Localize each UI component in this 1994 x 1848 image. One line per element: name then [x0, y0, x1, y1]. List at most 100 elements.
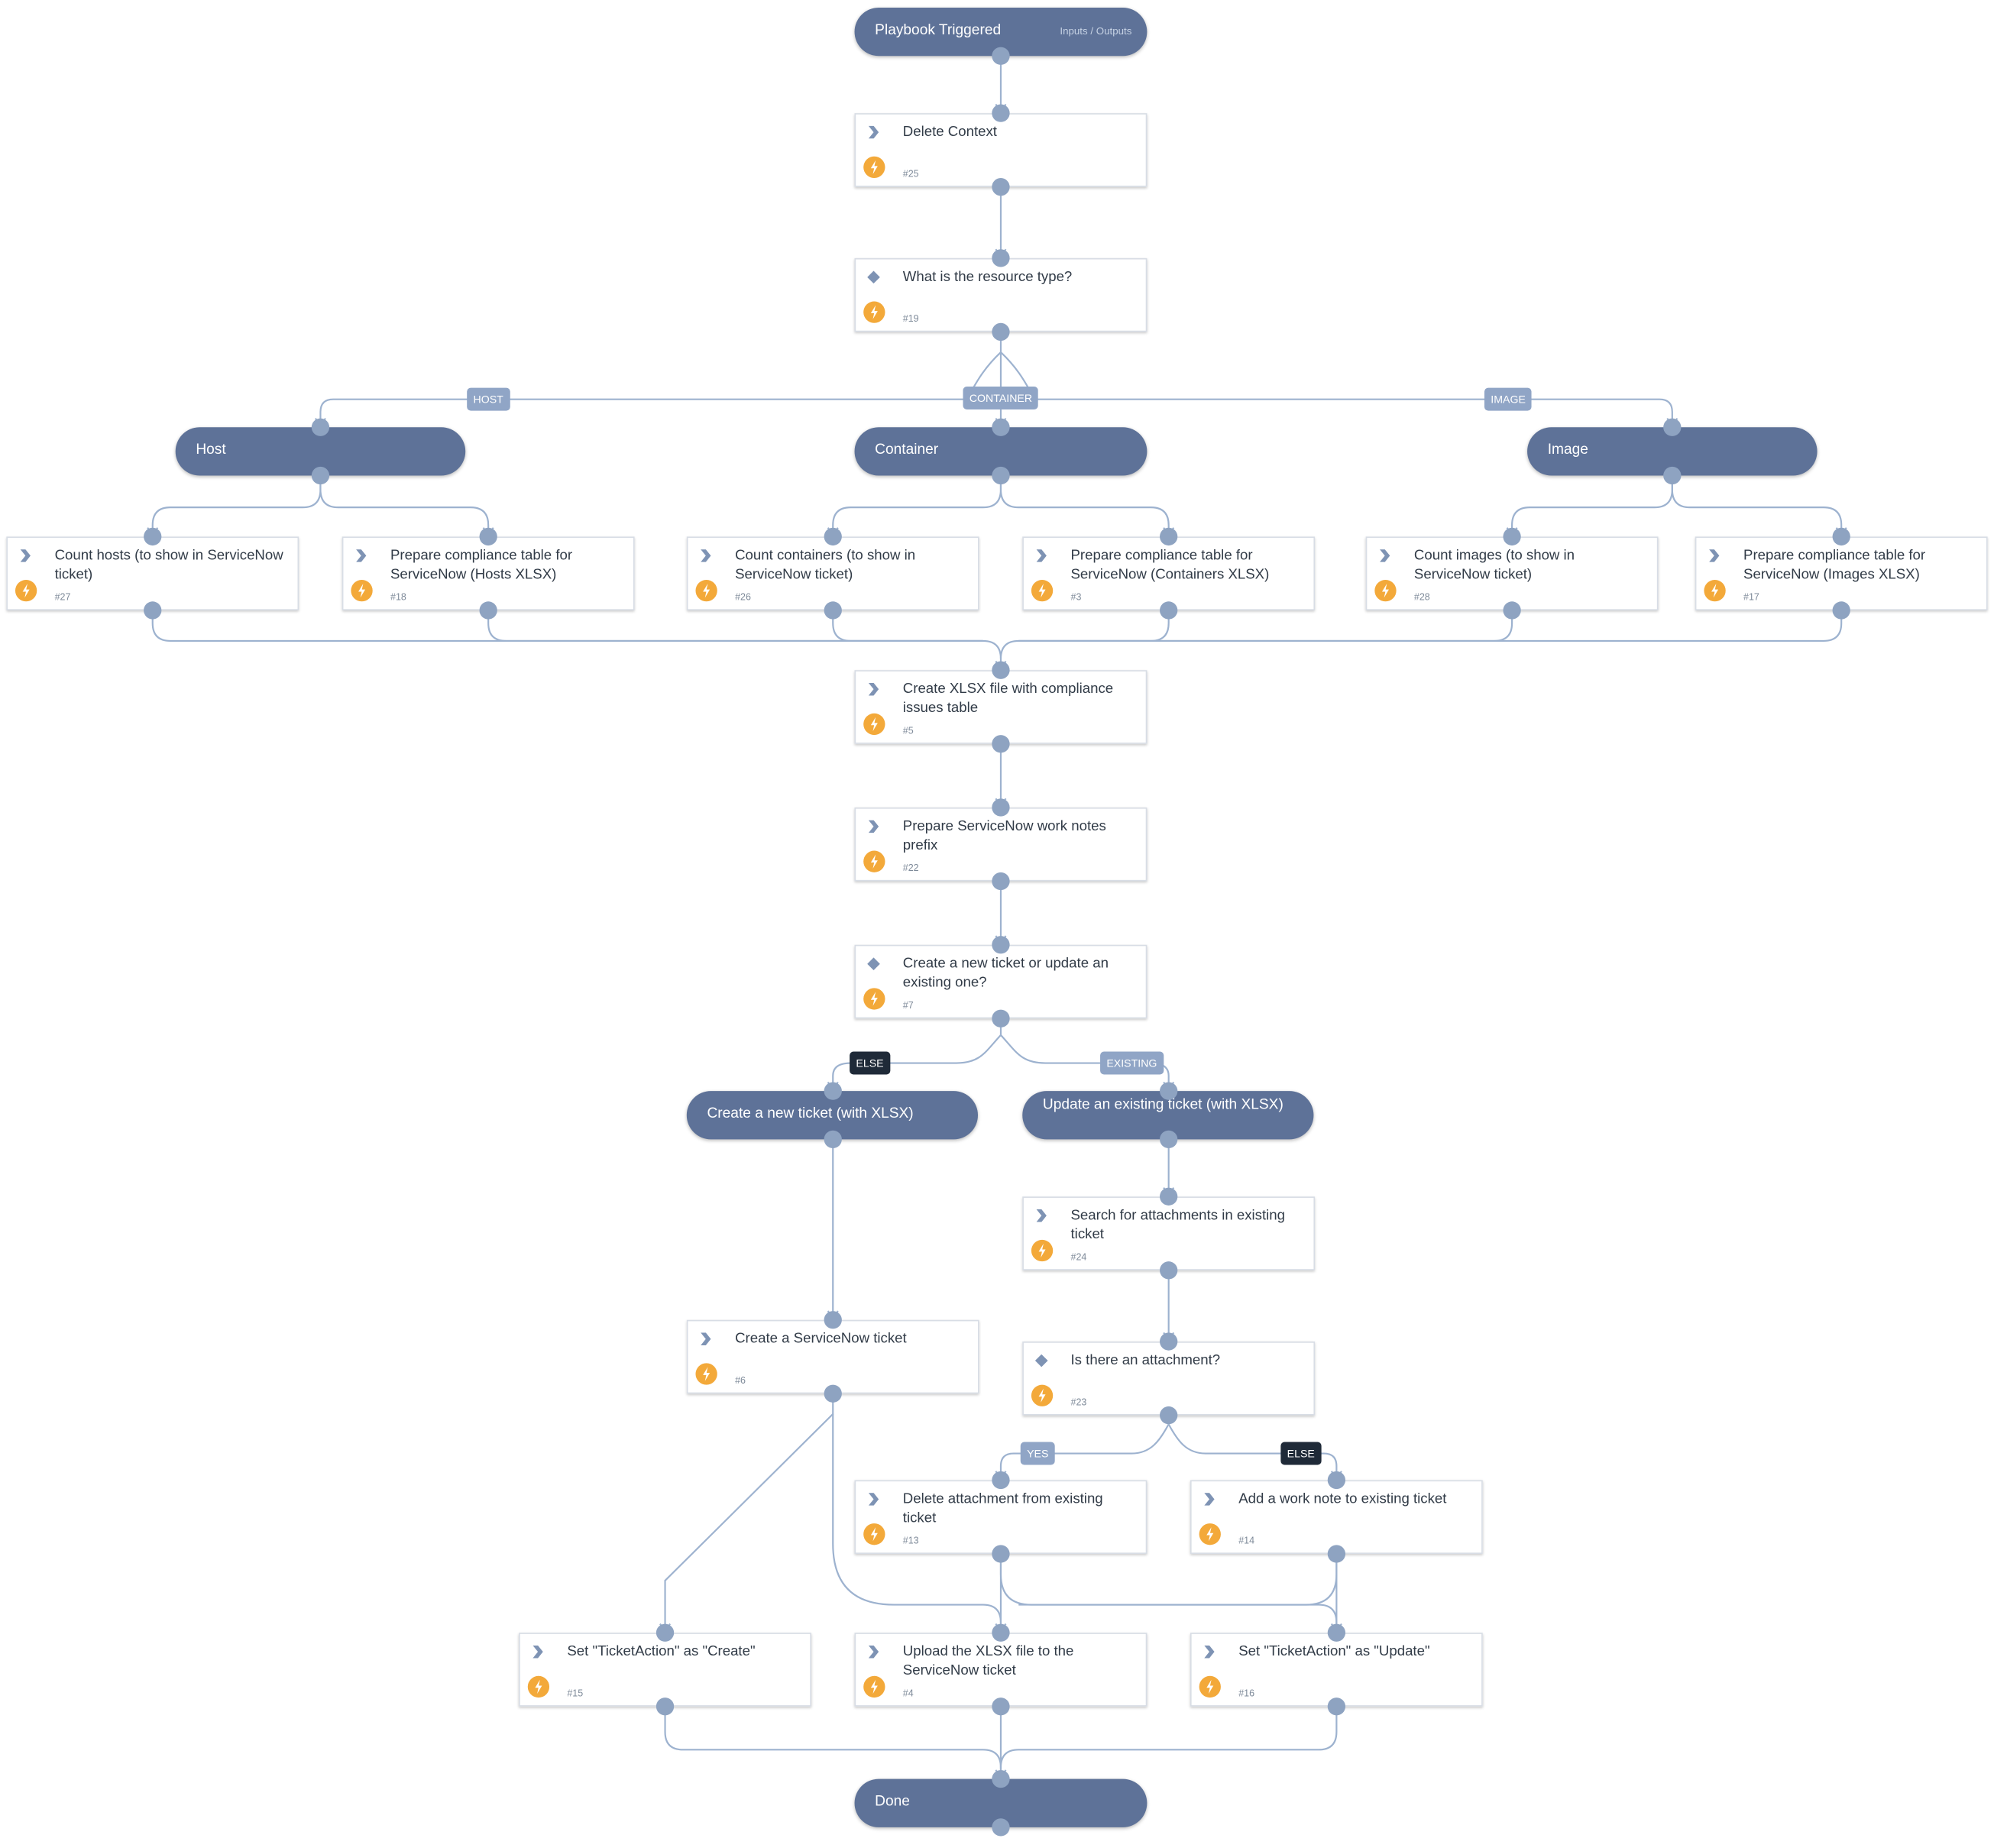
connection-port[interactable]: [992, 798, 1010, 817]
connection-port[interactable]: [1160, 1261, 1178, 1280]
task-delete-context[interactable]: Delete Context #25: [854, 113, 1148, 187]
task-resource-type-condition[interactable]: What is the resource type?#19: [854, 257, 1148, 332]
connection-port[interactable]: [824, 1311, 842, 1329]
connection-port[interactable]: [1159, 1082, 1177, 1100]
connection-port[interactable]: [992, 1009, 1010, 1028]
connection-port[interactable]: [824, 1384, 842, 1403]
task-create-servicenow-ticket[interactable]: Create a ServiceNow ticket#6: [686, 1319, 979, 1394]
task-number: #28: [1413, 591, 1430, 603]
task-number: #16: [1238, 1687, 1255, 1699]
task-prepare-images-table[interactable]: Prepare compliance table for ServiceNow …: [1695, 536, 1988, 610]
task-title: Set "TicketAction" as "Create": [567, 1644, 756, 1660]
connection-port[interactable]: [144, 601, 162, 620]
edge-connector: [319, 475, 490, 537]
connection-port[interactable]: [144, 527, 162, 546]
connection-port[interactable]: [992, 47, 1010, 65]
chevron-right-icon: [868, 682, 879, 696]
task-add-work-note[interactable]: Add a work note to existing ticket#14: [1190, 1480, 1483, 1555]
connection-port[interactable]: [823, 1130, 842, 1149]
chevron-right-icon: [1379, 549, 1390, 562]
connection-port[interactable]: [1832, 601, 1850, 620]
connection-port[interactable]: [1160, 527, 1178, 546]
connection-port[interactable]: [992, 249, 1010, 267]
connection-port[interactable]: [992, 1545, 1010, 1563]
lightning-icon: [863, 850, 885, 872]
task-count-hosts[interactable]: Count hosts (to show in ServiceNow ticke…: [6, 536, 299, 610]
connection-port[interactable]: [1663, 466, 1682, 485]
connection-port[interactable]: [992, 466, 1010, 485]
connection-port[interactable]: [992, 872, 1010, 891]
task-number: #25: [902, 167, 919, 180]
task-delete-attachment[interactable]: Delete attachment from existing ticket#1…: [854, 1480, 1148, 1555]
task-title: Delete Context: [902, 125, 997, 141]
task-set-ticketaction-create[interactable]: Set "TicketAction" as "Create"#15: [519, 1633, 811, 1707]
task-search-attachments[interactable]: Search for attachments in existing ticke…: [1022, 1196, 1316, 1270]
connection-port[interactable]: [992, 322, 1010, 341]
connection-port[interactable]: [992, 178, 1010, 196]
task-upload-xlsx[interactable]: Upload the XLSX file to the ServiceNow t…: [854, 1633, 1148, 1707]
connection-port[interactable]: [311, 466, 330, 485]
connection-port[interactable]: [1160, 1187, 1178, 1206]
task-create-xlsx[interactable]: Create XLSX file with compliance issues …: [854, 670, 1148, 744]
connection-port[interactable]: [479, 527, 497, 546]
connection-port[interactable]: [992, 418, 1010, 436]
task-number: #18: [390, 591, 406, 603]
connection-port[interactable]: [992, 1818, 1010, 1837]
connection-port[interactable]: [992, 1623, 1010, 1642]
connection-port[interactable]: [1663, 418, 1682, 436]
connection-port[interactable]: [824, 601, 842, 620]
edge-connector: [999, 475, 1170, 537]
connection-port[interactable]: [1160, 1406, 1178, 1425]
connection-port[interactable]: [1503, 601, 1521, 620]
connection-port[interactable]: [992, 1698, 1010, 1716]
task-title: Set "TicketAction" as "Update": [1238, 1644, 1430, 1660]
connection-port[interactable]: [992, 104, 1010, 122]
task-title: Count images (to show in ServiceNow tick…: [1413, 548, 1575, 583]
task-set-ticketaction-update[interactable]: Set "TicketAction" as "Update" #16: [1190, 1633, 1483, 1707]
connection-port[interactable]: [655, 1698, 675, 1716]
connection-port[interactable]: [1327, 1698, 1346, 1716]
edge-connector: [664, 1706, 1002, 1779]
connection-port[interactable]: [311, 418, 330, 436]
chevron-right-icon: [532, 1645, 543, 1659]
chevron-right-icon: [868, 1645, 879, 1659]
connection-port[interactable]: [1327, 1623, 1346, 1642]
inputs-outputs-link[interactable]: Inputs / Outputs: [1060, 25, 1132, 37]
connection-port[interactable]: [479, 601, 497, 620]
connection-port[interactable]: [1159, 1130, 1177, 1149]
task-prepare-hosts-table[interactable]: Prepare compliance table for ServiceNow …: [342, 536, 635, 610]
connection-port[interactable]: [1160, 1332, 1178, 1351]
task-number: #13: [902, 1535, 919, 1547]
task-prepare-containers-table[interactable]: Prepare compliance table for ServiceNow …: [1022, 536, 1316, 610]
node-title: Playbook Triggered: [875, 22, 1002, 38]
lightning-icon: [527, 1675, 550, 1698]
lightning-icon: [863, 713, 885, 736]
task-count-containers[interactable]: Count containers (to show in ServiceNow …: [686, 536, 979, 610]
connection-port[interactable]: [823, 1082, 842, 1100]
task-count-images[interactable]: Count images (to show in ServiceNow tick…: [1365, 536, 1659, 610]
lightning-icon: [1199, 1523, 1221, 1545]
connection-port[interactable]: [655, 1623, 675, 1642]
connection-port[interactable]: [824, 527, 842, 546]
section-title: Container: [875, 442, 939, 458]
edge-connector: [832, 1034, 1002, 1092]
task-title: Prepare compliance table for ServiceNow …: [390, 548, 573, 583]
task-is-attachment-condition[interactable]: Is there an attachment?#23: [1022, 1341, 1316, 1416]
connection-port[interactable]: [1327, 1471, 1346, 1490]
connection-port[interactable]: [1160, 601, 1178, 620]
connection-port[interactable]: [992, 735, 1010, 753]
connection-port[interactable]: [992, 661, 1010, 679]
connection-port[interactable]: [992, 1769, 1010, 1788]
edge-connector: [999, 1706, 1338, 1768]
connection-port[interactable]: [1832, 527, 1850, 546]
edge-connector: [151, 475, 322, 537]
connection-port[interactable]: [1503, 527, 1521, 546]
task-number: #5: [902, 724, 914, 736]
task-prepare-work-notes[interactable]: Prepare ServiceNow work notes prefix#22: [854, 807, 1148, 882]
task-new-or-update-condition[interactable]: Create a new ticket or update an existin…: [854, 944, 1148, 1019]
connection-port[interactable]: [992, 936, 1010, 954]
edge-connector: [999, 1423, 1170, 1481]
connection-port[interactable]: [992, 1471, 1010, 1490]
section-title: Create a new ticket (with XLSX): [707, 1106, 914, 1122]
connection-port[interactable]: [1327, 1545, 1346, 1563]
